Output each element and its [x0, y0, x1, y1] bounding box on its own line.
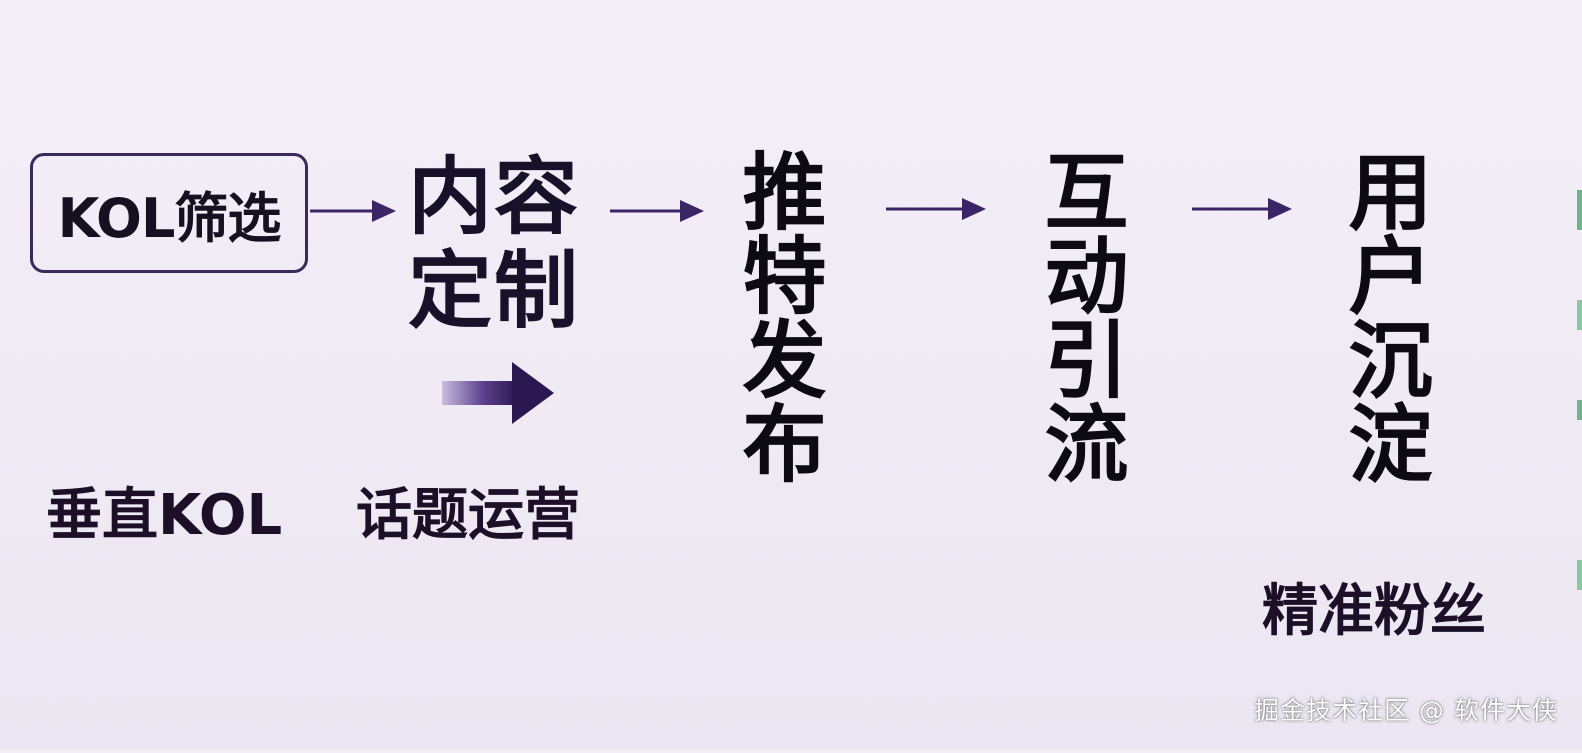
flow-arrow-3: [886, 194, 986, 224]
flow-arrow-4: [1192, 194, 1292, 224]
content-stage-line-1: 内容: [407, 148, 580, 246]
right-edge-strip: [1572, 0, 1582, 749]
content-stage-line-2: 定制: [407, 242, 580, 340]
gradient-arrow: [442, 362, 554, 424]
vertical-kol-label: 垂直KOL: [46, 483, 283, 548]
flow-arrow-2: [610, 196, 704, 226]
watermark-text: 掘金技术社区 @ 软件大侠: [1254, 696, 1558, 725]
topic-operation-label: 话题运营: [356, 483, 580, 548]
interaction-traffic-stage: 互动引流: [1031, 148, 1129, 484]
kol-selection-label: KOL筛选: [57, 186, 282, 250]
user-retention-stage: 用户沉淀: [1335, 148, 1433, 484]
precise-fans-label: 精准粉丝: [1262, 579, 1486, 644]
content-customization-stage: 内容 定制: [396, 150, 592, 338]
kol-selection-box: KOL筛选: [30, 153, 308, 273]
flow-arrow-1: [310, 196, 396, 226]
tweet-publish-stage: 推特发布: [729, 148, 827, 484]
